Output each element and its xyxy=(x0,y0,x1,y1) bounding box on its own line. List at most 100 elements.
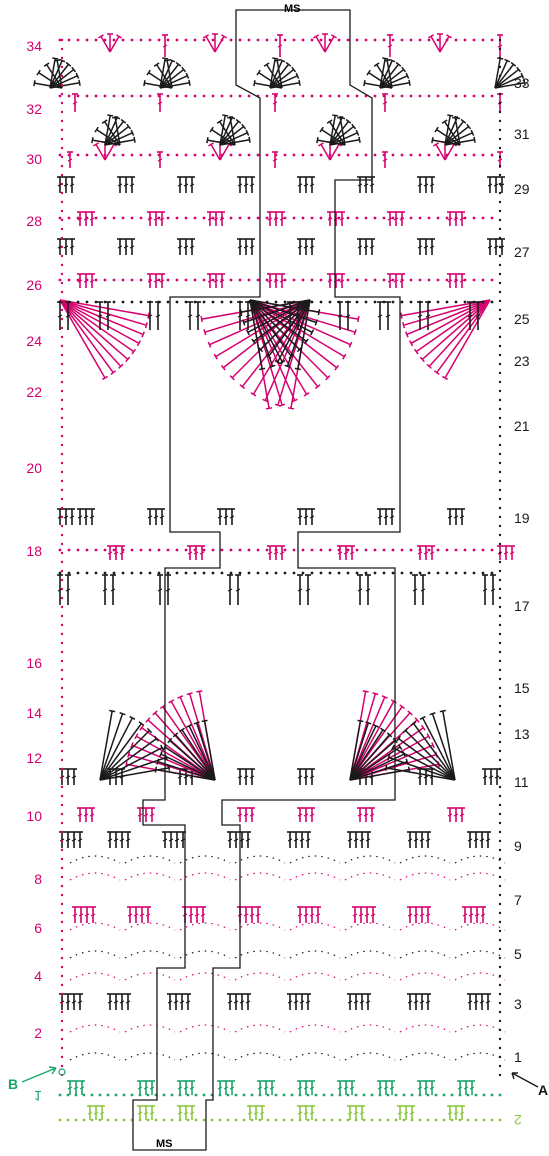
chain-stitch xyxy=(275,95,278,98)
edge-chain xyxy=(499,867,501,869)
fan-stitch-top xyxy=(142,332,144,338)
chain-stitch xyxy=(356,572,359,575)
edge-chain xyxy=(499,984,501,986)
edge-chain xyxy=(61,111,63,113)
fan-stitch xyxy=(440,36,449,52)
chain-stitch xyxy=(446,95,449,98)
chain-stitch xyxy=(113,572,116,575)
edge-chain xyxy=(61,264,63,266)
chain-stitch xyxy=(443,1119,446,1122)
edge-chain xyxy=(499,795,501,797)
edge-chain xyxy=(499,48,501,50)
chain-stitch xyxy=(383,217,386,220)
chain-stitch xyxy=(401,572,404,575)
chain-stitch xyxy=(311,154,314,157)
chain-stitch xyxy=(86,301,89,304)
chain-stitch xyxy=(176,154,179,157)
chain-stitch xyxy=(499,1094,502,1097)
chain-stitch xyxy=(67,1094,70,1097)
edge-chain xyxy=(61,228,63,230)
chain-arch xyxy=(235,1025,285,1032)
chain-stitch xyxy=(115,1119,118,1122)
chain-stitch xyxy=(339,1119,342,1122)
row-number-25: 25 xyxy=(514,311,530,327)
chain-stitch xyxy=(437,301,440,304)
edge-chain xyxy=(499,354,501,356)
edge-chain xyxy=(499,345,501,347)
fan-stitch-top xyxy=(299,80,300,86)
chain-stitch xyxy=(131,279,134,282)
edge-chain xyxy=(61,822,63,824)
chain-stitch xyxy=(104,95,107,98)
chain-stitch xyxy=(387,1094,390,1097)
edge-chain xyxy=(499,615,501,617)
chain-stitch xyxy=(338,301,341,304)
chain-stitch xyxy=(176,217,179,220)
chain-stitch xyxy=(320,154,323,157)
chain-stitch xyxy=(149,154,152,157)
fan-stitch-top xyxy=(34,80,35,86)
chain-stitch xyxy=(482,279,485,282)
row-number-5: 5 xyxy=(514,946,522,962)
chain-stitch xyxy=(230,217,233,220)
edge-chain xyxy=(499,651,501,653)
chain-stitch xyxy=(401,549,404,552)
chain-stitch xyxy=(347,154,350,157)
chain-arch xyxy=(400,1053,450,1060)
chain-stitch xyxy=(59,1094,62,1097)
chain-stitch xyxy=(257,301,260,304)
edge-chain xyxy=(499,777,501,779)
edge-chain xyxy=(61,795,63,797)
chain-stitch xyxy=(383,95,386,98)
edge-chain xyxy=(61,282,63,284)
edge-chain xyxy=(499,480,501,482)
edge-chain xyxy=(61,1020,63,1022)
fan-stitch-top xyxy=(317,137,318,143)
edge-chain xyxy=(499,993,501,995)
chain-stitch xyxy=(149,572,152,575)
chain-stitch xyxy=(363,1094,366,1097)
edge-chain xyxy=(61,489,63,491)
row-number-15: 15 xyxy=(514,680,530,696)
edge-chain xyxy=(499,597,501,599)
row-number-22: 22 xyxy=(6,384,42,400)
chain-arch xyxy=(70,856,120,863)
chain-stitch xyxy=(99,1094,102,1097)
chain-stitch xyxy=(176,549,179,552)
chain-stitch xyxy=(464,549,467,552)
chain-stitch xyxy=(203,549,206,552)
edge-chain xyxy=(499,939,501,941)
chain-stitch xyxy=(374,154,377,157)
chain-stitch xyxy=(419,95,422,98)
edge-chain xyxy=(61,975,63,977)
edge-chain xyxy=(61,948,63,950)
chain-stitch xyxy=(307,1119,310,1122)
chain-stitch xyxy=(371,1094,374,1097)
chain-stitch xyxy=(356,301,359,304)
edge-chain xyxy=(61,993,63,995)
edge-chain xyxy=(499,840,501,842)
edge-chain xyxy=(499,1074,501,1076)
edge-chain xyxy=(499,768,501,770)
fan-stitch-top xyxy=(384,60,390,61)
chain-stitch xyxy=(122,39,125,42)
chain-stitch xyxy=(311,572,314,575)
chain-stitch xyxy=(239,279,242,282)
chain-arch xyxy=(125,1025,175,1032)
edge-chain xyxy=(499,408,501,410)
edge-chain xyxy=(499,273,501,275)
chain-stitch xyxy=(185,217,188,220)
chain-stitch xyxy=(347,279,350,282)
chain-arch xyxy=(345,951,395,958)
chain-stitch xyxy=(437,95,440,98)
chain-stitch xyxy=(86,572,89,575)
chain-stitch xyxy=(483,1119,486,1122)
chain-arch xyxy=(235,1053,285,1060)
chain-stitch xyxy=(410,95,413,98)
fan-stitch-top xyxy=(275,404,281,406)
chain-stitch xyxy=(401,95,404,98)
chain-stitch xyxy=(455,39,458,42)
chain-stitch xyxy=(267,1119,270,1122)
edge-chain xyxy=(499,876,501,878)
chain-stitch xyxy=(302,279,305,282)
